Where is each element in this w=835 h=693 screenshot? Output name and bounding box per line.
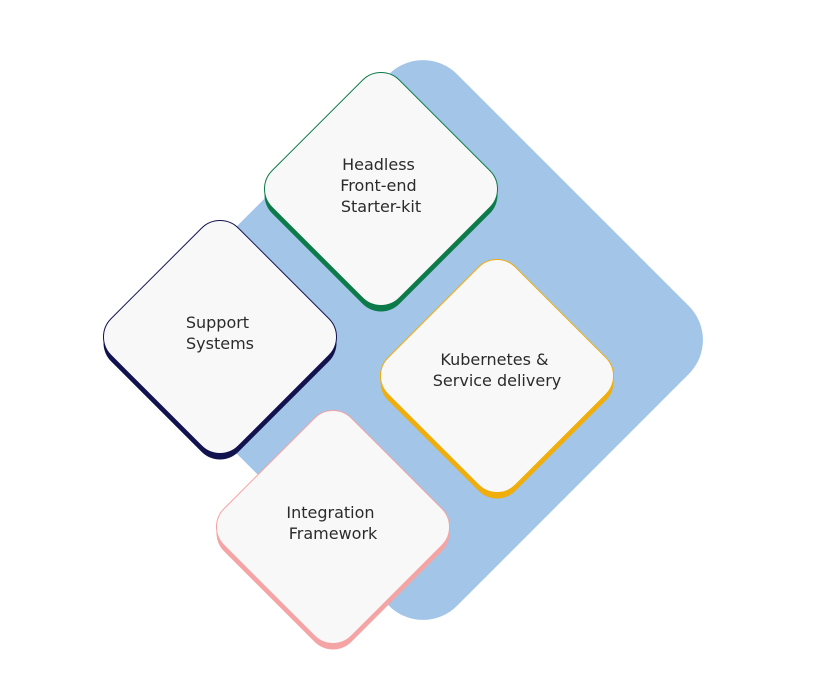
box-support-face (102, 219, 338, 455)
ccc-logo-mark-icon (481, 82, 515, 116)
box-integration-line-2: Framework (289, 524, 378, 543)
box-integration: Integration Framework (215, 409, 451, 650)
box-headless-label: Headless Front-end Starter-kit (340, 155, 421, 216)
box-headless-face (263, 71, 499, 307)
box-headless-line-1: Headless (342, 155, 415, 174)
box-support-line-2: Systems (186, 334, 254, 353)
box-headless-line-3: Starter-kit (341, 197, 421, 216)
box-integration-face (215, 409, 451, 645)
box-headless-line-2: Front-end (340, 176, 416, 195)
box-kubernetes-line-2: Service delivery (433, 371, 561, 390)
box-kubernetes-line-1: Kubernetes & (440, 350, 548, 369)
box-support: Support Systems (102, 219, 338, 460)
box-headless: Headless Front-end Starter-kit (263, 71, 499, 312)
box-support-line-1: Support (186, 313, 249, 332)
box-kubernetes-face (379, 258, 615, 494)
box-kubernetes-label: Kubernetes & Service delivery (433, 350, 561, 390)
box-integration-label: Integration Framework (286, 503, 379, 543)
box-integration-line-1: Integration (286, 503, 374, 522)
box-kubernetes: Kubernetes & Service delivery (379, 258, 615, 499)
box-support-label: Support Systems (186, 313, 254, 353)
